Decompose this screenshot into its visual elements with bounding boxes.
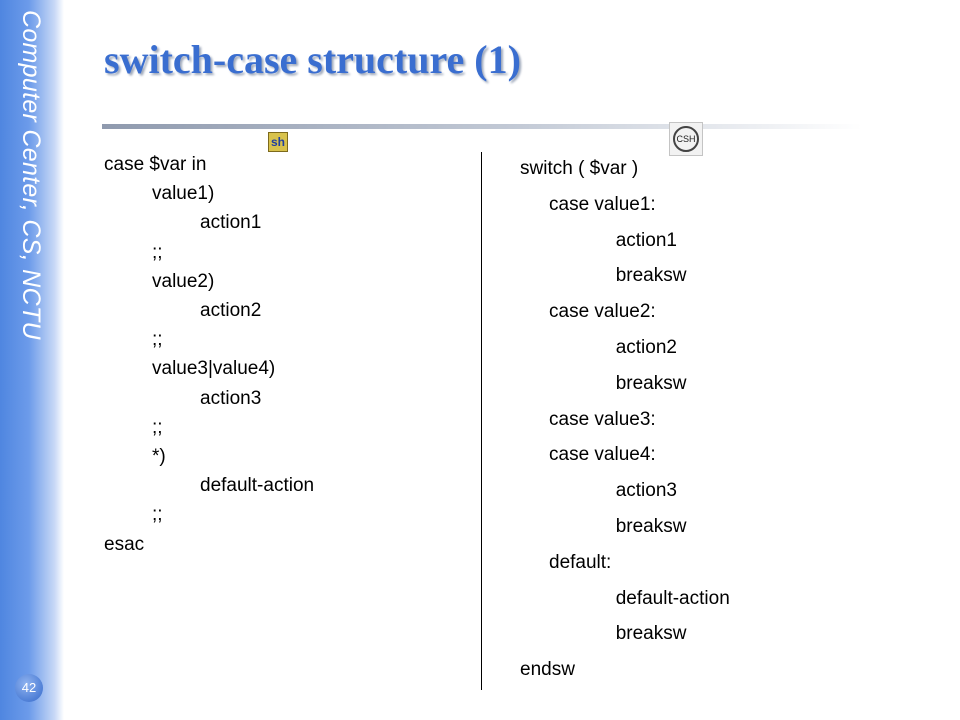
code-line: breaksw [615,623,687,645]
sidebar-org-text: Computer Center, CS, NCTU [17,10,45,340]
code-line: breaksw [615,265,687,287]
code-line: value3|value4) [152,358,276,380]
code-line: action1 [615,229,677,251]
csh-shell-icon: CSH [669,122,703,156]
code-line: ;; [152,241,163,263]
code-line: ;; [152,329,163,351]
code-line: value1) [152,183,215,205]
code-line: default-action [615,587,730,609]
title-underline [102,124,862,129]
code-line: action3 [200,387,262,409]
code-line: default-action [200,475,315,497]
code-line: case $var in [104,154,207,175]
page-number-badge: 42 [15,674,43,702]
code-line: ;; [152,416,163,438]
code-line: case value4: [549,444,656,466]
code-line: case value3: [549,408,656,430]
code-line: action2 [615,337,677,358]
code-line: default: [549,551,612,573]
code-line: *) [152,446,166,467]
slide-title: switch-case structure (1) [104,37,521,82]
code-line: switch ( $var ) [520,158,639,179]
code-line: value2) [152,270,215,292]
sidebar: Computer Center, CS, NCTU 42 [0,0,64,720]
code-line: action1 [200,212,262,234]
sh-shell-icon: sh [268,132,288,152]
csh-icon-label: CSH [673,126,699,152]
column-divider [481,152,482,690]
code-line: breaksw [615,516,687,537]
code-line: action3 [615,480,677,502]
code-line: action2 [200,300,262,321]
code-line: endsw [520,659,575,681]
code-line: case value1: [549,193,656,215]
code-line: case value2: [549,301,656,323]
code-line: ;; [152,504,163,526]
code-line: esac [104,533,145,555]
code-line: breaksw [615,372,687,394]
